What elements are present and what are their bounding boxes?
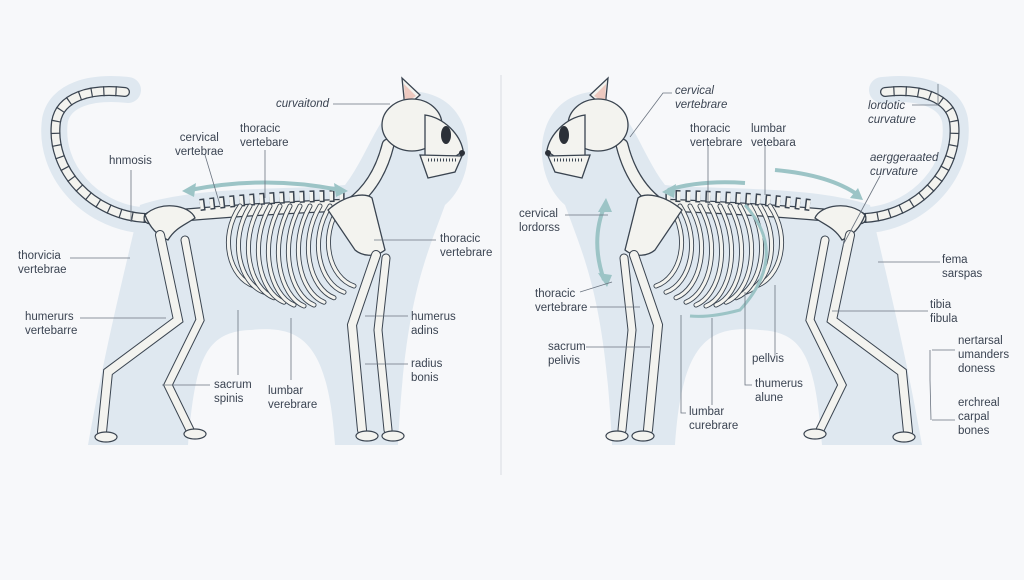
- right-rear-arrow: [774, 168, 860, 197]
- label-lumbar-vetebara: lumbar vetebara: [751, 123, 796, 149]
- label-lumbar-verebrare: lumbar verebrare: [268, 385, 318, 411]
- label-thoracic-vertebrare: thoracic vertebrare: [690, 123, 743, 149]
- label-thorvicia-vertebrae: thorvicia vertebrae: [18, 250, 67, 276]
- label-erchreal-carpal-bones: erchreal carpal bones: [958, 397, 1000, 437]
- label-pellvis: pellvis: [752, 353, 784, 365]
- label-hnmosis: hnmosis: [109, 155, 152, 167]
- leader-lines: [70, 84, 955, 421]
- label-thoracic-vertebare: thoracic vertebare: [240, 123, 289, 149]
- label-radius-bonis: radius bonis: [411, 358, 443, 384]
- label-humerus-adins: humerus adins: [411, 311, 456, 337]
- label-humerurs-vertebarre: humerurs vertebarre: [25, 311, 78, 337]
- label-cervical-vertebrare: cervical vertebrare: [675, 85, 728, 111]
- label-thumerus-alune: thumerus alune: [755, 378, 803, 404]
- label-nertarsal-umanders-doness: nertarsal umanders doness: [958, 335, 1010, 375]
- label-cervical-vertebrae: cervical vertebrae: [175, 132, 224, 158]
- label-tibia-fibula: tibia fibula: [930, 299, 958, 325]
- label-lumbar-curebrare: lumbar curebrare: [689, 406, 739, 432]
- label-aerggeraated-curvature: aerggeraated curvature: [870, 152, 939, 178]
- label-cervical-lordorss: cervical lordorss: [519, 208, 560, 234]
- curvature-arrows: [182, 168, 863, 318]
- label-sacrum-pelivis: sacrum pelivis: [548, 341, 586, 367]
- right-ribcage-arrow: [689, 203, 768, 318]
- label-fema-sarspas: fema sarspas: [942, 254, 983, 280]
- label-thoracic-vertebrare: thoracic vertebrare: [440, 233, 493, 259]
- label-sacrum-spinis: sacrum spinis: [214, 379, 252, 405]
- label-lordotic-curvature: lordotic curvature: [868, 100, 916, 126]
- label-curvaitond: curvaitond: [276, 98, 330, 110]
- label-thoracic-vertebrare-2: thoracic vertebrare: [535, 288, 588, 314]
- right-cat-skeleton: [542, 78, 956, 445]
